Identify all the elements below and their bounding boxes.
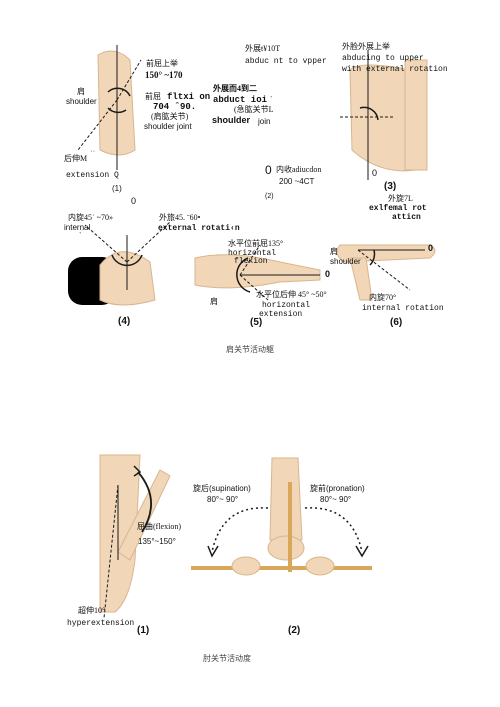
p6-number: (6) <box>390 317 403 328</box>
p6-shoulder-cn: 肩 <box>330 247 338 256</box>
p4-number: (4) <box>118 316 131 327</box>
p1-flex-cn2: 前屈 <box>145 92 161 101</box>
p6-internal-en: internal rotation <box>362 304 444 313</box>
p5-zero: 0 <box>325 269 331 279</box>
p1-flexion-cn: 前屈上举 <box>146 59 178 68</box>
p4-internal-cn: 内旋45˙ ~70» <box>68 213 113 222</box>
p1-shoulder-cn: 肩 <box>77 87 85 96</box>
p1-joint-cn: (肩肱关节) <box>151 112 189 121</box>
elbow-flexion-range: 135°~150° <box>138 537 176 546</box>
p6-internal-cn: 内旋70° <box>369 293 397 302</box>
p6-shoulder-en: shoulder <box>330 257 361 266</box>
elbow-supination-range: 80°~ 90° <box>207 495 239 504</box>
p2-joint-cn: (急肱关节L <box>234 105 274 114</box>
elbow-pronation-label: 旋前(pronation) <box>310 484 365 493</box>
p1-extension-cn: 后伸M <box>64 154 88 163</box>
elbow-supination-label: 旋后(supination) <box>193 484 251 493</box>
elbow-pronation-range: 80°~ 90° <box>320 495 352 504</box>
elbow-rotation-figure <box>191 457 372 576</box>
elbow-hyperextension-cn: 超伸10° <box>78 606 106 615</box>
p4-internal-sub: ˋ <box>79 231 82 240</box>
p2-abduction-en: abduc nt to vpper <box>245 57 327 66</box>
p1-extension-en: extension Q <box>66 171 119 180</box>
p2-joint-en: shoulder <box>212 115 251 125</box>
elbow-p2-number: (2) <box>288 625 301 636</box>
p2-zero: 0 <box>265 163 272 177</box>
p4-external-cn: 外旅45. ˉ60• <box>159 213 201 222</box>
p2-abduction2-en: abduct ioi <box>213 95 268 105</box>
elbow-flexion-figure <box>99 454 171 619</box>
elbow-hyperextension-en: hyperextension <box>67 619 135 628</box>
p4-internal-en: internal <box>64 223 91 232</box>
p1-number: (1) <box>112 184 122 193</box>
p5-hflex-en1: horizontal <box>228 249 277 258</box>
shoulder-internal-rotation-figure <box>336 244 436 301</box>
p2-abduction2-cn: 外展而4到二 <box>213 84 257 93</box>
elbow-flexion-cn: 屈曲(flexion) <box>137 522 181 531</box>
p1-extension-deg: ˙˙ <box>90 149 96 158</box>
p5-hext-en2: extension <box>259 310 303 319</box>
p1-shoulder-en: shoulder <box>66 97 97 106</box>
p3-number: (3) <box>384 181 397 192</box>
p2-joint-tail: join <box>258 117 271 126</box>
p3-abduction-en2: with external rotation <box>342 65 448 74</box>
p4-external-en: external rotati‹n <box>158 224 240 233</box>
p1-flexion-range: 150° ~170 <box>145 70 183 80</box>
shoulder-abduction-figure <box>340 50 428 180</box>
p5-hext-cn: 水平位后伸 45° ~50° <box>256 290 327 299</box>
p2-adduction-cn: 内收adiucdon <box>276 165 322 174</box>
p5-hflex-en2: flexion <box>234 257 268 266</box>
elbow-figure-caption: 肘关节活动度 <box>203 654 251 663</box>
shoulder-horizontal-figure <box>194 244 321 301</box>
shoulder-figure-caption: 肩关节活动躯 <box>226 345 274 354</box>
p5-hext-en1: horizontal <box>262 301 311 310</box>
p2-number: (2) <box>265 193 274 200</box>
elbow-p1-number: (1) <box>137 625 150 636</box>
p5-shoulder-cn: 肩 <box>210 297 218 306</box>
p3-zero: 0 <box>372 168 378 178</box>
p2-abduction2-tail: ˋ <box>270 95 273 104</box>
p2-abduction-cn: 外展ŧ¥10T <box>245 44 281 53</box>
p1-flex-en: fltxi on <box>167 92 211 102</box>
p1-zero: 0 <box>131 196 137 206</box>
p5-hflex-cn: 水平位前屈135° <box>228 239 284 248</box>
p1-joint-en: shoulder joint <box>144 122 192 131</box>
shoulder-flexion-figure <box>77 45 142 170</box>
p3-rotation-cn: 外旋7L <box>388 194 413 203</box>
p3-abduction-cn: 外脸外展上举 <box>342 42 390 51</box>
p3-rotation-en1: exlfemal rot <box>369 204 427 213</box>
p1-flex-range2: 704 ˆ90. <box>153 102 197 112</box>
shoulder-rotation-figure <box>68 221 171 306</box>
p2-adduction-range: 200 ~4CT <box>279 177 315 186</box>
p3-abduction-en1: abducing to upper <box>342 54 424 63</box>
p6-zero: 0 <box>428 243 434 253</box>
p3-rotation-en2: atticn <box>392 213 421 222</box>
p5-number: (5) <box>250 317 263 328</box>
